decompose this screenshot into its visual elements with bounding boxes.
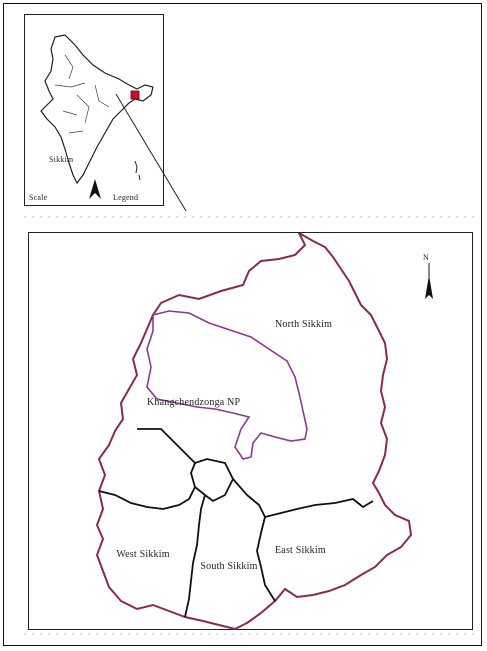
north-arrow-label: N bbox=[423, 253, 429, 262]
inset-scale-label: Scale bbox=[29, 193, 48, 202]
inset-map: Sikkim Scale Legend bbox=[24, 14, 164, 206]
state-boundary bbox=[95, 233, 413, 631]
district-boundary-west bbox=[98, 462, 196, 510]
india-outline-svg bbox=[40, 34, 154, 199]
district-label-north-sikkim: North Sikkim bbox=[275, 319, 333, 330]
andaman-islands bbox=[134, 160, 141, 181]
north-arrow bbox=[425, 275, 433, 299]
map-frame: Sikkim Scale Legend N North Sikkim Khang… bbox=[3, 3, 482, 646]
india-state-lines bbox=[54, 54, 110, 134]
district-boundary-north-south bbox=[137, 428, 374, 519]
district-label-west-sikkim: West Sikkim bbox=[116, 549, 170, 560]
sikkim-map-svg bbox=[95, 233, 433, 631]
inset-state-label: Sikkim bbox=[49, 155, 74, 164]
india-outline bbox=[40, 34, 154, 185]
inset-legend-label: Legend bbox=[113, 193, 139, 202]
sikkim-highlight bbox=[130, 90, 140, 100]
district-boundary-east bbox=[204, 478, 276, 602]
district-label-south-sikkim: South Sikkim bbox=[200, 561, 258, 572]
district-boundary-south bbox=[184, 486, 207, 618]
district-label-khangchendzonga-np: Khangchendzonga NP bbox=[147, 397, 241, 408]
inset-north-arrow bbox=[89, 179, 101, 199]
sikkim-district-map: N North Sikkim Khangchendzonga NP West S… bbox=[28, 232, 473, 631]
national-park-boundary bbox=[146, 310, 308, 460]
district-label-east-sikkim: East Sikkim bbox=[275, 545, 326, 556]
